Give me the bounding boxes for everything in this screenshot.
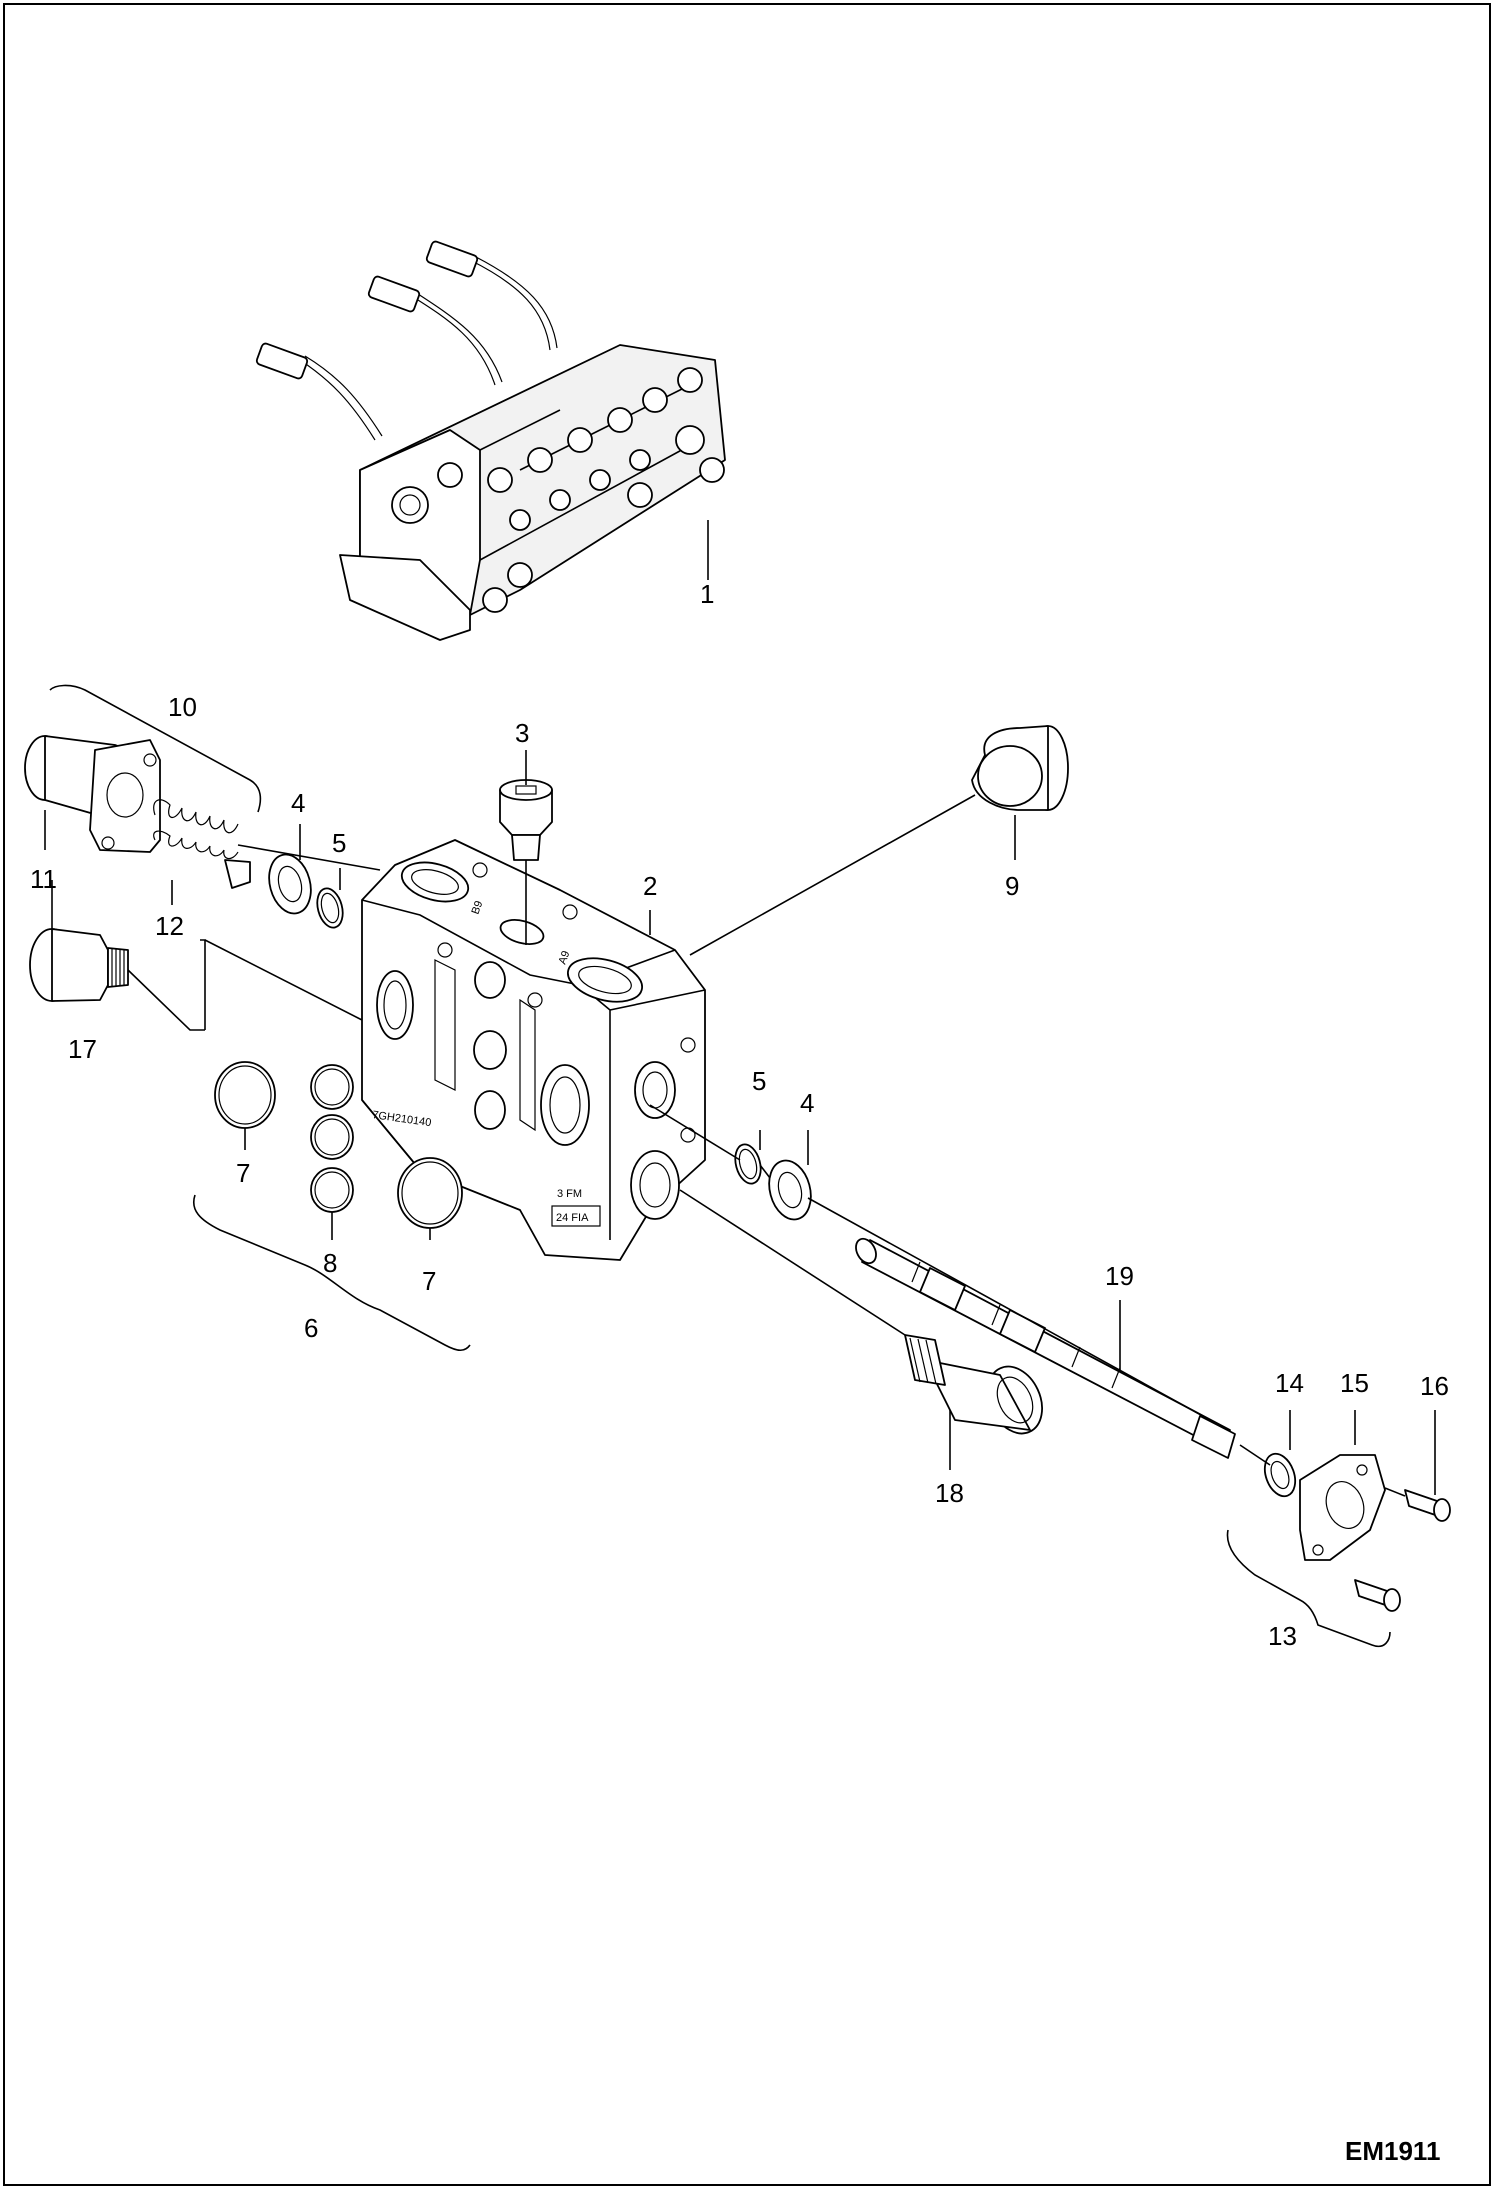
callout-13: 13 bbox=[1268, 1621, 1297, 1651]
callout-3: 3 bbox=[515, 718, 529, 748]
callout-18: 18 bbox=[935, 1478, 964, 1508]
drawing-frame bbox=[3, 3, 1491, 2186]
callout-4-left: 4 bbox=[291, 788, 305, 818]
washer-and-oring-right bbox=[734, 1143, 812, 1221]
oring-kit bbox=[214, 1061, 463, 1229]
spool-cap-assembly bbox=[24, 735, 251, 1002]
spec-box-stamp: 24 FIA bbox=[556, 1212, 589, 1224]
callout-19: 19 bbox=[1105, 1261, 1134, 1291]
plug-part-3 bbox=[499, 779, 553, 861]
callout-5-left: 5 bbox=[332, 828, 346, 858]
fitting-part-18 bbox=[904, 1334, 1043, 1435]
spec-top-stamp: 3 FM bbox=[557, 1188, 582, 1200]
callout-6: 6 bbox=[304, 1313, 318, 1343]
drawing-code: EM1911 bbox=[1345, 2136, 1440, 2166]
spool-part-19 bbox=[855, 1237, 1236, 1459]
callout-1: 1 bbox=[700, 579, 714, 609]
callout-2: 2 bbox=[643, 871, 657, 901]
callout-7-left: 7 bbox=[236, 1158, 250, 1188]
callout-12: 12 bbox=[155, 911, 184, 941]
callout-5-right: 5 bbox=[752, 1066, 766, 1096]
port-a-stamp: A9 bbox=[557, 949, 573, 966]
valve-assembly bbox=[255, 240, 726, 641]
callout-4-right: 4 bbox=[800, 1088, 814, 1118]
callout-15: 15 bbox=[1340, 1368, 1369, 1398]
callout-17: 17 bbox=[68, 1034, 97, 1064]
plug-part-9 bbox=[971, 725, 1069, 811]
leader-lines bbox=[44, 520, 1436, 1648]
end-cap-assembly bbox=[1263, 1452, 1451, 1612]
washer-and-oring-left bbox=[268, 853, 344, 929]
callout-10: 10 bbox=[168, 692, 197, 722]
port-b-stamp: B9 bbox=[470, 899, 486, 916]
callout-9: 9 bbox=[1005, 871, 1019, 901]
callout-7-right: 7 bbox=[422, 1266, 436, 1296]
callout-16: 16 bbox=[1420, 1371, 1449, 1401]
callout-11: 11 bbox=[30, 864, 57, 894]
callouts: 1 2 3 4 5 5 4 6 7 7 8 9 10 11 12 13 14 1… bbox=[30, 579, 1449, 1651]
callout-14: 14 bbox=[1275, 1368, 1304, 1398]
callout-8: 8 bbox=[323, 1248, 337, 1278]
